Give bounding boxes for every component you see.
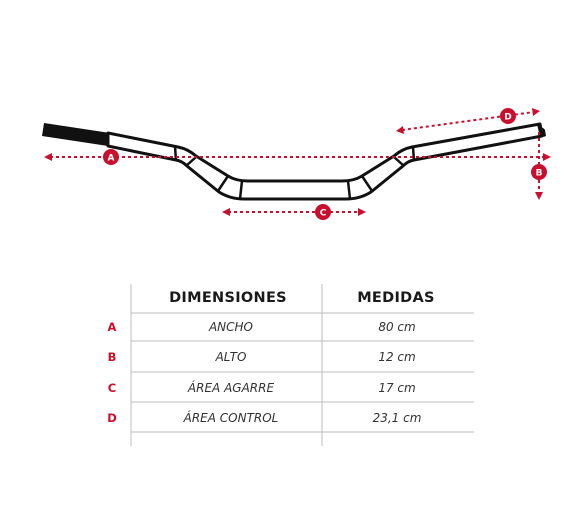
badge-c [315,204,331,220]
left-grip [42,123,110,146]
bend-mark [411,146,416,162]
row-letter-c: C [108,381,116,395]
row-dimension-c: ÁREA AGARRE [187,380,275,395]
row-measure-b: 12 cm [378,350,415,364]
handlebar-diagram: A B C D [42,108,551,220]
dimension-c: C [222,204,366,220]
bend-mark [393,156,405,167]
row-dimension-d: ÁREA CONTROL [183,410,279,425]
row-measure-d: 23,1 cm [373,411,422,425]
row-measure-a: 80 cm [378,320,415,334]
dimension-b: B [531,132,547,200]
row-letter-a: A [108,320,117,334]
row-measure-c: 17 cm [378,381,415,395]
dimension-a: A [44,149,551,165]
bend-mark [360,175,374,192]
dimension-d: D [396,108,540,134]
row-letter-b: B [108,350,117,364]
bend-mark [185,156,197,167]
row-dimension-a: ANCHO [208,320,253,334]
badge-a-text: A [108,154,115,164]
row-letter-d: D [107,411,117,425]
header-measures: MEDIDAS [357,290,435,306]
badge-d-text: D [504,113,511,123]
badge-d [500,108,516,124]
bend-mark [216,175,230,192]
header-dimensions: DIMENSIONES [169,290,287,306]
badge-a [103,149,119,165]
badge-b [531,164,547,180]
badge-b-text: B [536,169,543,179]
row-dimension-b: ALTO [215,350,247,364]
bend-mark [173,145,178,162]
bend-mark [238,180,244,200]
bend-mark [346,180,352,200]
handlebar [42,122,546,201]
badge-c-text: C [320,209,327,219]
